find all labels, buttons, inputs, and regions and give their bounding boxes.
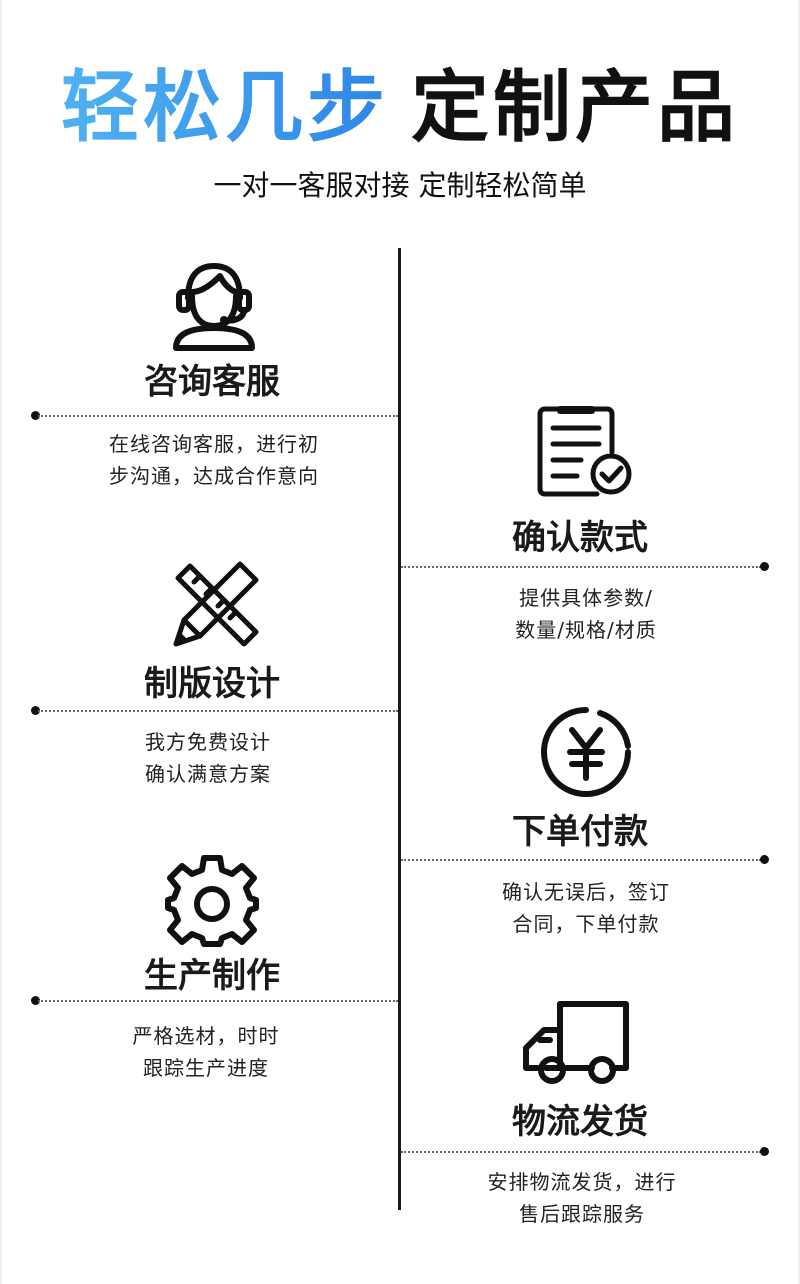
timeline-dot <box>760 855 769 864</box>
desc-line: 安排物流发货，进行 <box>487 1170 677 1194</box>
pencil-ruler-icon <box>173 561 259 647</box>
step-title-shipping: 物流发货 <box>512 1102 648 1142</box>
timeline-dot <box>31 706 40 715</box>
desc-line: 在线咨询客服，进行初 <box>109 432 319 456</box>
step-desc-shipping: 安排物流发货，进行 售后跟踪服务 <box>432 1166 732 1230</box>
dotted-line <box>401 1151 761 1153</box>
dotted-line <box>401 859 761 861</box>
yuan-coin-icon <box>541 707 631 797</box>
timeline-divider <box>398 248 401 1210</box>
left-frame-line <box>0 0 2 1284</box>
timeline-dot <box>760 1147 769 1156</box>
step-desc-payment: 确认无误后，签订 合同，下单付款 <box>436 876 736 940</box>
page-subtitle: 一对一客服对接 定制轻松简单 <box>213 169 587 202</box>
header: 轻松几步定制产品 一对一客服对接 定制轻松简单 <box>0 60 800 204</box>
desc-line: 步沟通，达成合作意向 <box>109 464 319 488</box>
step-desc-confirm-style: 提供具体参数/ 数量/规格/材质 <box>436 582 736 646</box>
desc-line: 合同，下单付款 <box>512 912 660 936</box>
right-frame-line <box>798 0 800 1284</box>
dotted-line <box>38 415 398 417</box>
delivery-truck-icon <box>523 1001 629 1084</box>
step-title-consult: 咨询客服 <box>144 362 280 402</box>
step-desc-design: 我方免费设计 确认满意方案 <box>58 726 358 790</box>
desc-line: 严格选材，时时 <box>132 1024 280 1048</box>
customer-service-headset-icon <box>173 263 255 351</box>
desc-line: 确认满意方案 <box>145 762 271 786</box>
gear-icon <box>165 855 259 947</box>
page-title: 轻松几步定制产品 <box>0 60 800 156</box>
dotted-line <box>401 566 761 568</box>
desc-line: 数量/规格/材质 <box>515 618 657 642</box>
title-main: 定制产品 <box>411 63 740 153</box>
title-highlight: 轻松几步 <box>60 63 389 153</box>
desc-line: 售后跟踪服务 <box>519 1202 645 1226</box>
timeline-dot <box>760 562 769 571</box>
dotted-line <box>38 710 398 712</box>
checklist-clipboard-icon <box>537 406 632 497</box>
step-title-production: 生产制作 <box>144 956 280 996</box>
step-title-design: 制版设计 <box>144 664 280 704</box>
timeline-dot <box>31 996 40 1005</box>
desc-line: 提供具体参数/ <box>519 586 653 610</box>
desc-line: 我方免费设计 <box>145 730 271 754</box>
step-desc-consult: 在线咨询客服，进行初 步沟通，达成合作意向 <box>64 428 364 492</box>
step-title-payment: 下单付款 <box>512 812 648 852</box>
step-desc-production: 严格选材，时时 跟踪生产进度 <box>56 1020 356 1084</box>
desc-line: 确认无误后，签订 <box>502 880 670 904</box>
desc-line: 跟踪生产进度 <box>143 1056 269 1080</box>
step-title-confirm-style: 确认款式 <box>512 518 648 558</box>
dotted-line <box>38 1000 398 1002</box>
timeline-dot <box>31 411 40 420</box>
